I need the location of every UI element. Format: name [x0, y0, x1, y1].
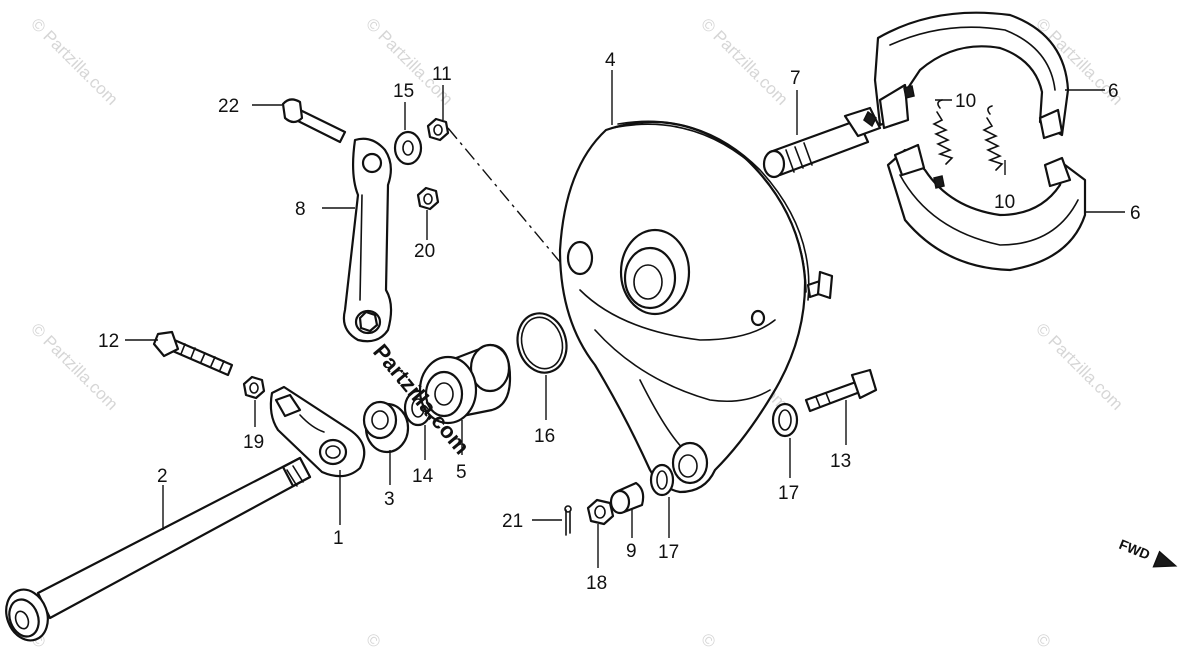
- watermark: ©: [362, 629, 385, 652]
- callout-18: 18: [586, 573, 607, 594]
- o-ring: [516, 312, 568, 374]
- callout-10a: 10: [955, 91, 976, 112]
- callout-19: 19: [243, 432, 264, 453]
- assembly-line: [447, 127, 566, 269]
- callout-22: 22: [218, 96, 239, 117]
- callout-6b: 6: [1130, 203, 1141, 224]
- callout-12: 12: [98, 331, 119, 352]
- nut-arm: [416, 186, 440, 211]
- watermark: ©: [697, 629, 720, 652]
- bolt-long: [152, 330, 234, 377]
- callout-9: 9: [626, 541, 637, 562]
- collar: [362, 400, 410, 454]
- washer-lower: [649, 463, 675, 497]
- callout-20: 20: [414, 241, 435, 262]
- fwd-label: FWD: [1117, 536, 1153, 563]
- callout-16: 16: [534, 426, 555, 447]
- return-springs: [932, 99, 1004, 171]
- adjuster-plate: [269, 385, 366, 478]
- nut: [242, 375, 266, 400]
- brake-shoe-lower: [886, 143, 1087, 272]
- callout-17a: 17: [778, 483, 799, 504]
- callout-6a: 6: [1108, 81, 1119, 102]
- nut-small: [426, 117, 450, 142]
- callout-7: 7: [790, 68, 801, 89]
- callout-15: 15: [393, 81, 414, 102]
- collar-small: [609, 481, 645, 515]
- fwd-arrow: FWD: [1117, 536, 1178, 568]
- washer-panel: [771, 402, 799, 438]
- arrow-icon: [1152, 550, 1178, 568]
- brake-panel: [558, 120, 834, 494]
- callout-11: 11: [432, 64, 452, 85]
- callout-3: 3: [384, 489, 395, 510]
- callout-5: 5: [456, 462, 467, 483]
- callout-1: 1: [333, 528, 344, 549]
- callout-17b: 17: [658, 542, 679, 563]
- watermark: © Partzilla.com: [27, 14, 121, 108]
- cotter-pin: [564, 505, 572, 536]
- axle: [5, 456, 312, 642]
- callout-8: 8: [295, 199, 306, 220]
- callout-13: 13: [830, 451, 851, 472]
- watermark: ©: [1032, 629, 1055, 652]
- callout-labels: 1 2 3 4 5 6 6 7 8 9 10 10 11 12 13 14 15…: [98, 50, 1141, 594]
- washer-small: [393, 130, 423, 166]
- brake-shoe-upper: [873, 11, 1070, 140]
- bolt-arm: [281, 98, 347, 144]
- nut-lower: [586, 498, 615, 526]
- watermark: © Partzilla.com: [1032, 319, 1126, 413]
- callout-10b: 10: [994, 192, 1015, 213]
- callout-21: 21: [502, 511, 523, 532]
- watermark: © Partzilla.com: [697, 14, 791, 108]
- brake-arm: [342, 137, 393, 343]
- bolt-panel: [804, 368, 878, 413]
- callout-4: 4: [605, 50, 616, 71]
- callout-2: 2: [157, 466, 168, 487]
- spacer-sleeve: [418, 343, 512, 425]
- brake-cam: [762, 106, 882, 179]
- callout-14: 14: [412, 466, 434, 487]
- leader-lines: [125, 70, 1125, 568]
